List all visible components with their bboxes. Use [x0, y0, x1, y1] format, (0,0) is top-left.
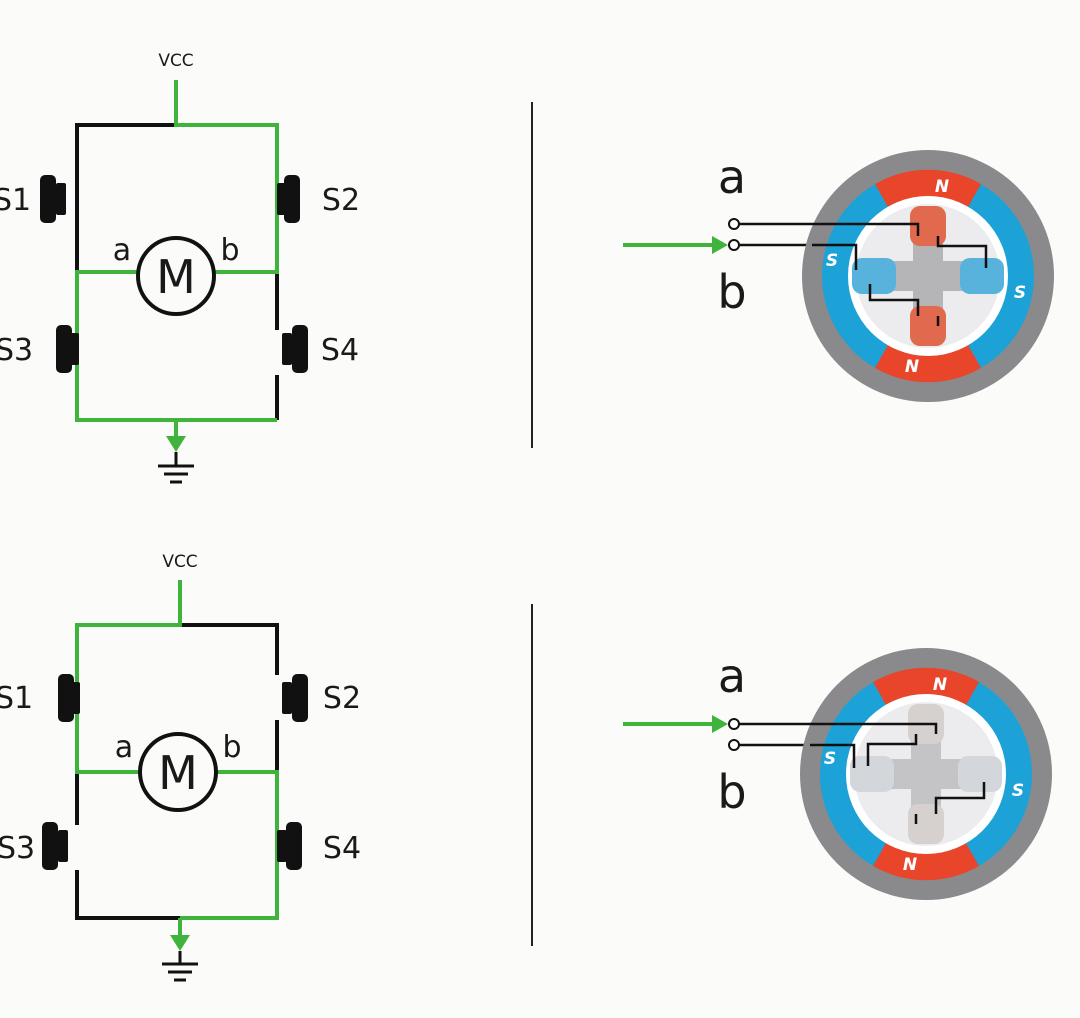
switch-s4: [282, 325, 308, 373]
switch-s4: [277, 822, 302, 870]
pole-label-bottom: N: [903, 855, 917, 875]
switch-s1-label: S1: [0, 183, 31, 218]
stepper-motor-1: N N S S: [802, 150, 1054, 402]
motor-terminal-b-label: b: [717, 765, 746, 819]
pole-label-top: N: [933, 675, 947, 695]
motor-terminal-b-label: b: [717, 265, 746, 319]
terminal-b-label: b: [222, 730, 241, 765]
switch-s2-label: S2: [322, 183, 360, 218]
pole-label-left: S: [824, 749, 836, 769]
motor-symbol: [136, 236, 216, 316]
motor-panel-1: a b N N S S: [623, 150, 1054, 402]
coil-right: [958, 756, 1002, 792]
wire-left-lower: [75, 772, 180, 920]
switch-s3: [42, 822, 68, 870]
terminal-a-label: a: [113, 233, 131, 268]
switch-s4-label: S4: [321, 333, 359, 368]
pole-label-right: S: [1012, 781, 1024, 801]
pole-label-left: S: [826, 251, 838, 271]
switch-s3: [56, 325, 79, 373]
wire-top-right: [180, 623, 279, 772]
motor-symbol: [138, 732, 218, 812]
coil-left: [852, 258, 896, 294]
switch-s2: [277, 175, 300, 223]
terminal-a-label: a: [115, 730, 133, 765]
coil-left: [850, 756, 894, 792]
vcc-label: VCC: [162, 552, 197, 572]
switch-s4-label: S4: [323, 831, 361, 866]
coil-top: [910, 206, 946, 246]
north-pole-top: [875, 169, 981, 207]
vcc-label: VCC: [158, 51, 193, 71]
pole-label-top: N: [935, 177, 949, 197]
coil-bottom: [910, 306, 946, 346]
coil-wiring: [810, 722, 986, 824]
ground-arrow-icon: [170, 935, 190, 951]
ground-icon: [158, 452, 194, 484]
motor-terminal-a-label: a: [718, 649, 746, 703]
motor-label: M: [158, 746, 198, 800]
motor-panel-2: a b N N S S: [623, 648, 1052, 900]
switch-s3-label: S3: [0, 831, 35, 866]
motor-label: M: [156, 250, 196, 304]
coil-right: [960, 258, 1004, 294]
pole-label-right: S: [1014, 283, 1026, 303]
terminal-b-node: [728, 239, 740, 251]
terminal-a-node: [728, 218, 740, 230]
circuit-panel-1: VCC S1 S2 S3 S4 M a b: [0, 51, 360, 484]
ground-arrow-icon: [166, 436, 186, 452]
wire-top-left: [75, 123, 176, 272]
terminal-a-node: [728, 718, 740, 730]
terminal-b-node: [728, 739, 740, 751]
coil-wiring: [812, 222, 988, 326]
switch-s1: [40, 175, 66, 223]
motor-terminal-a-label: a: [718, 150, 746, 204]
coil-bottom: [908, 804, 944, 844]
switch-s3-label: S3: [0, 333, 33, 368]
current-path: [75, 80, 279, 422]
pole-label-bottom: N: [905, 357, 919, 377]
switch-s1: [58, 674, 80, 722]
ground-icon: [162, 951, 198, 982]
north-pole-bottom: [873, 843, 979, 881]
switch-s2-label: S2: [323, 681, 361, 716]
switch-s2: [282, 674, 308, 722]
stepper-motor-2: N N S S: [800, 648, 1052, 900]
north-pole-top: [873, 667, 979, 705]
switch-s1-label: S1: [0, 681, 33, 716]
circuit-panel-2: VCC S1 S2 S3 S4 M a b: [0, 552, 361, 982]
current-path: [75, 580, 279, 920]
north-pole-bottom: [875, 345, 981, 383]
terminal-b-label: b: [220, 233, 239, 268]
